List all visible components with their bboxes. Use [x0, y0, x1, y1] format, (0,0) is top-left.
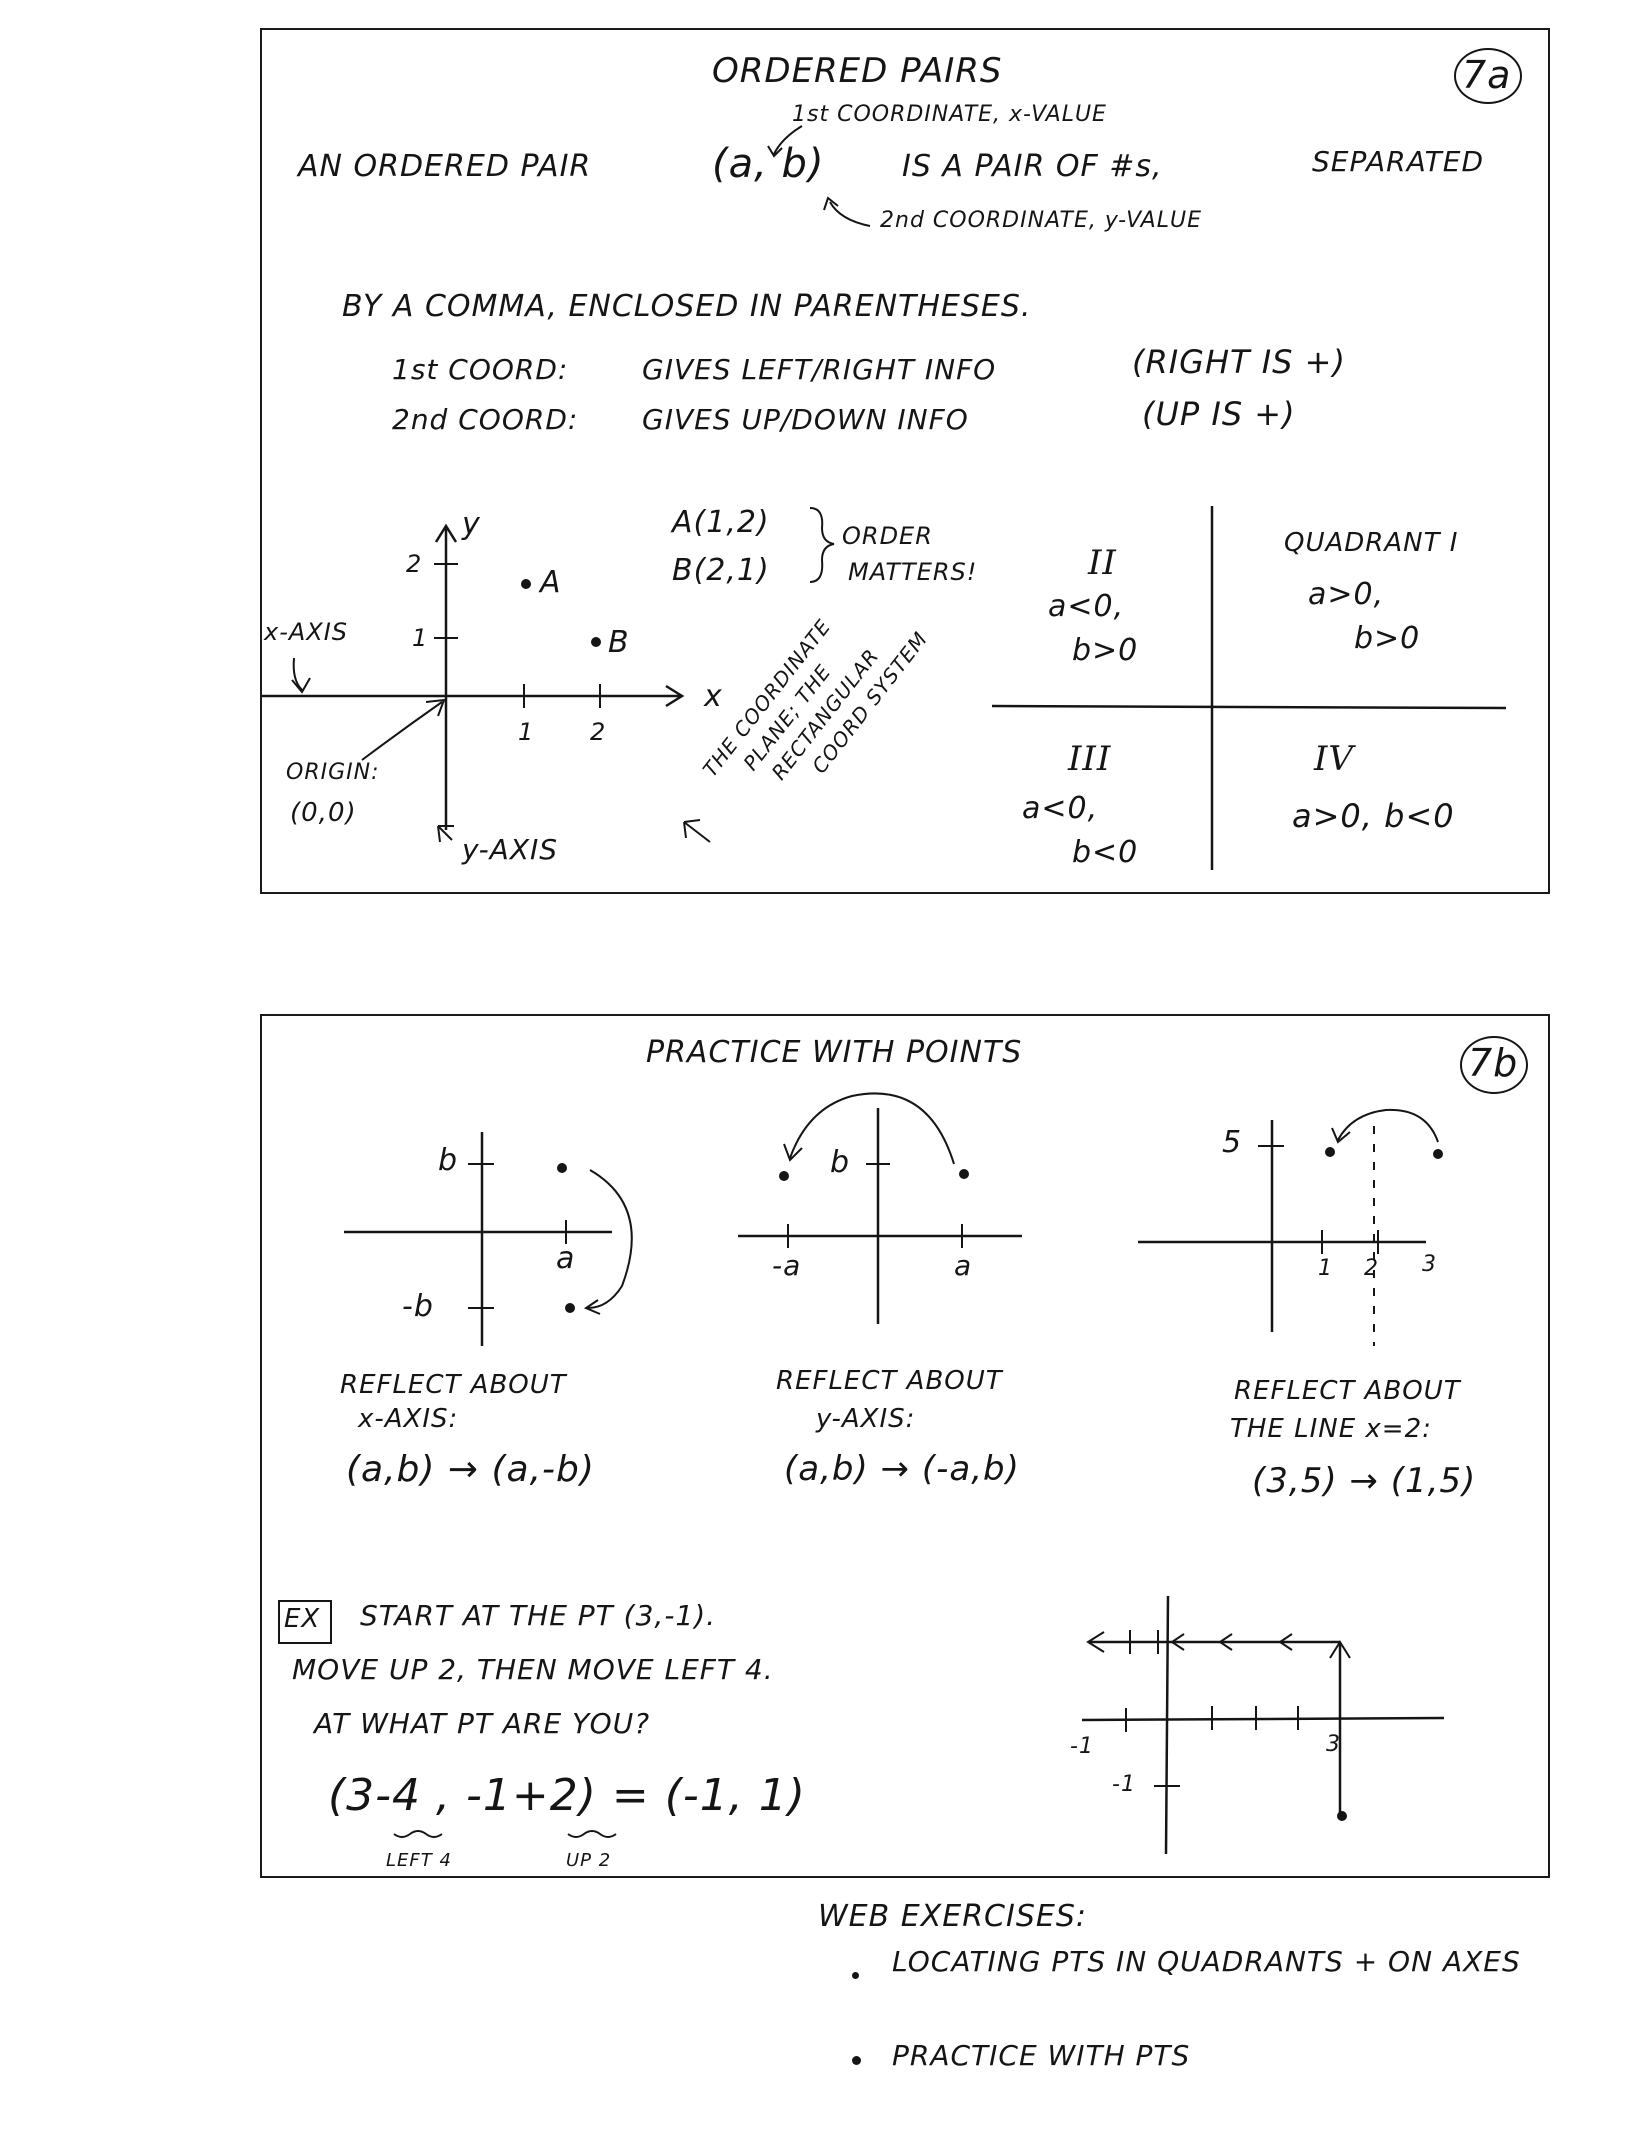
coord1-text: GIVES LEFT/RIGHT INFO	[642, 353, 997, 386]
quadrant-3-a: a<0,	[1022, 791, 1099, 826]
page-title-7b: PRACTICE WITH POINTS	[646, 1035, 1023, 1070]
g2-a: a	[954, 1249, 973, 1282]
g2-caption-2: y-AXIS:	[816, 1404, 916, 1434]
quadrant-1-b: b>0	[1354, 621, 1421, 656]
pair-b: B(2,1)	[672, 553, 770, 588]
quadrant-4-label: IV	[1314, 739, 1354, 779]
graph-reflect-line-x2	[1138, 1108, 1443, 1346]
point-label-a: A	[540, 565, 562, 600]
g3-result: (3,5) → (1,5)	[1252, 1461, 1477, 1501]
page-title: ORDERED PAIRS	[712, 51, 1003, 91]
quadrant-1-label: QUADRANT I	[1284, 528, 1459, 558]
g3-one: 1	[1318, 1256, 1333, 1281]
point-label-b: B	[608, 625, 630, 660]
matters-text: MATTERS!	[848, 558, 978, 586]
origin-value: (0,0)	[290, 798, 357, 828]
pointer-arrows	[767, 125, 871, 227]
g1-result: (a,b) → (a,-b)	[346, 1449, 595, 1490]
quadrant-2-label: II	[1088, 543, 1117, 583]
tick-label-y2: 2	[406, 550, 423, 578]
ex-line-2: MOVE UP 2, THEN MOVE LEFT 4.	[292, 1653, 774, 1686]
ex-graph-three: 3	[1326, 1732, 1341, 1757]
pair-ab: (a, b)	[712, 141, 825, 187]
g2-neg-a: -a	[772, 1249, 802, 1282]
g1-b: b	[438, 1143, 459, 1178]
web-exercises-heading: WEB EXERCISES:	[818, 1899, 1087, 1934]
g1-caption-2: x-AXIS:	[358, 1404, 459, 1434]
y-axis-label: y-AXIS	[462, 833, 559, 866]
g3-two: 2	[1364, 1256, 1379, 1281]
g1-neg-b: -b	[402, 1289, 434, 1324]
g3-three: 3	[1422, 1252, 1437, 1277]
badge-7b: 7b	[1468, 1041, 1519, 1085]
def-separated: SEPARATED	[1312, 145, 1485, 178]
tick-label-y1: 1	[412, 624, 429, 652]
ex-graph-neg1y: -1	[1112, 1772, 1136, 1797]
ex-underlines	[393, 1830, 617, 1838]
coord1-label: 1st COORD:	[392, 353, 569, 386]
quadrant-2-b: b>0	[1072, 633, 1139, 668]
ex-line-3: AT WHAT PT ARE YOU?	[314, 1707, 651, 1740]
panel-7b: 7b PRACTICE WITH POINTS b -b a REFLECT A…	[260, 1014, 1550, 1878]
bullet-2	[852, 2056, 861, 2065]
g2-caption-1: REFLECT ABOUT	[776, 1366, 1003, 1396]
ex-tag: EX	[284, 1604, 321, 1634]
ex-calc: (3-4 , -1+2) = (-1, 1)	[328, 1770, 806, 1821]
g3-caption-1: REFLECT ABOUT	[1234, 1376, 1461, 1406]
ex-up-note: UP 2	[566, 1850, 612, 1871]
ex-box	[278, 1600, 332, 1644]
note-second-coordinate: 2nd COORDINATE, y-VALUE	[880, 208, 1202, 233]
order-text: ORDER	[842, 522, 933, 550]
origin-label: ORIGIN:	[286, 760, 380, 785]
badge-circle-7a	[1454, 48, 1522, 104]
tick-label-x2: 2	[590, 718, 607, 746]
quadrant-4-ab: a>0, b<0	[1292, 797, 1455, 835]
ex-graph-neg1x: -1	[1070, 1734, 1094, 1759]
coord2-note: (UP IS +)	[1142, 395, 1296, 433]
diagonal-arrow	[683, 819, 711, 843]
g3-caption-2: THE LINE x=2:	[1230, 1414, 1432, 1444]
coordinate-plane-sketch	[262, 523, 685, 843]
tick-label-x1: 1	[518, 718, 535, 746]
quadrant-3-b: b<0	[1072, 835, 1139, 870]
def-line-2: BY A COMMA, ENCLOSED IN PARENTHESES.	[342, 289, 1032, 324]
y-axis-letter: y	[462, 507, 481, 542]
panel-7a: 7a ORDERED PAIRS 1st COORDINATE, x-VALUE…	[260, 28, 1550, 894]
g3-five: 5	[1222, 1125, 1243, 1160]
web-item-2: PRACTICE WITH PTS	[892, 2039, 1191, 2072]
g1-caption-1: REFLECT ABOUT	[340, 1370, 567, 1400]
web-item-1: LOCATING PTS IN QUADRANTS + ON AXES	[892, 1945, 1521, 1978]
ex-left-note: LEFT 4	[386, 1850, 452, 1871]
graph-reflect-x	[344, 1132, 633, 1346]
coord2-text: GIVES UP/DOWN INFO	[642, 403, 969, 436]
bullet-1	[852, 1972, 859, 1979]
g1-a: a	[556, 1241, 576, 1276]
order-brace	[809, 507, 835, 583]
def-rest: IS A PAIR OF #s,	[902, 149, 1163, 184]
g2-b: b	[830, 1145, 851, 1180]
x-axis-letter: x	[704, 679, 723, 714]
g2-result: (a,b) → (-a,b)	[784, 1449, 1020, 1489]
note-first-coordinate: 1st COORDINATE, x-VALUE	[792, 102, 1107, 127]
ex-graph	[1081, 1595, 1445, 1855]
badge-7a: 7a	[1462, 53, 1512, 97]
x-axis-label: x-AXIS	[264, 618, 349, 646]
coord1-note: (RIGHT IS +)	[1132, 343, 1346, 381]
graph-reflect-y	[738, 1092, 1022, 1324]
quadrant-axes	[991, 506, 1507, 870]
quadrant-3-label: III	[1068, 739, 1112, 779]
badge-circle-7b	[1460, 1036, 1528, 1094]
coord2-label: 2nd COORD:	[392, 403, 579, 436]
quadrant-2-a: a<0,	[1048, 589, 1125, 624]
def-lead: AN ORDERED PAIR	[298, 149, 592, 184]
quadrant-1-a: a>0,	[1308, 577, 1385, 612]
ex-line-1: START AT THE PT (3,-1).	[360, 1599, 717, 1632]
pair-a: A(1,2)	[672, 505, 770, 540]
